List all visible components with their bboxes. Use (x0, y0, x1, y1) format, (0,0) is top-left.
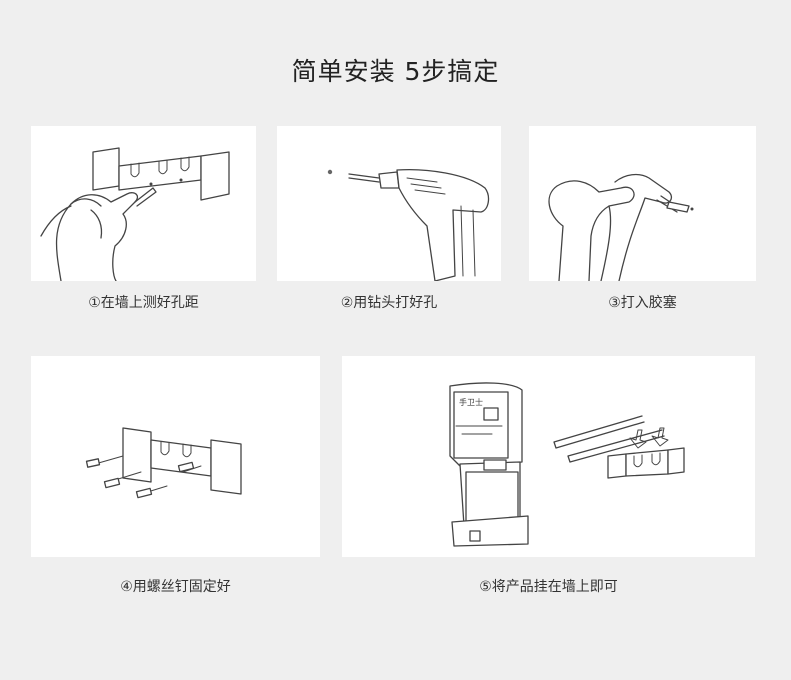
step-2-caption: ②用钻头打好孔 (340, 295, 438, 311)
step-1-image (31, 126, 256, 281)
drill-illustration (327, 168, 490, 281)
mount-product-illustration (449, 382, 685, 547)
screws-fix-illustration (85, 427, 242, 499)
step-2-image (277, 126, 501, 281)
step-3-image (529, 126, 756, 281)
step-5-image: 手卫士 (342, 356, 755, 557)
device-brand-label: 手卫士 (459, 398, 483, 407)
page-title: 简单安装 5步搞定 (291, 57, 500, 86)
step-1-caption: ①在墙上测好孔距 (88, 295, 199, 311)
bracket-measure-illustration (40, 147, 230, 281)
step-5-caption: ⑤将产品挂在墙上即可 (479, 579, 618, 595)
anchor-insert-illustration (548, 173, 694, 281)
step-3-caption: ③打入胶塞 (608, 295, 677, 311)
step-4-caption: ④用螺丝钉固定好 (120, 579, 231, 595)
step-4-image (31, 356, 320, 557)
